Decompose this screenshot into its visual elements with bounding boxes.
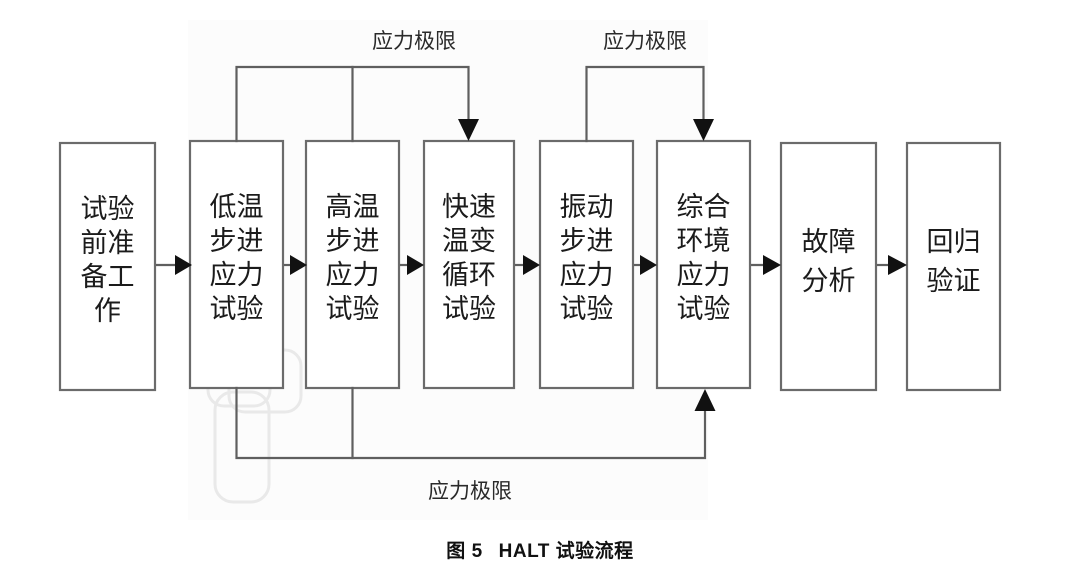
arrow-failure-to-regress [876, 255, 907, 275]
box-regression-verify-line-1: 验证 [927, 266, 981, 296]
box-combined-env-line-3: 试验 [677, 294, 731, 324]
box-hightemp-line-0: 高温 [326, 192, 380, 222]
box-hightemp-line-2: 应力 [326, 260, 380, 290]
box-thermal-cycle: 快速 温变 循环 试验 [422, 139, 516, 390]
arrow-hightemp-to-thermal [399, 255, 424, 275]
box-lowtemp-line-1: 步进 [210, 226, 264, 256]
box-combined-env: 综合 环境 应力 试验 [655, 139, 752, 390]
box-lowtemp-line-0: 低温 [210, 192, 264, 222]
box-combined-env-line-0: 综合 [677, 192, 731, 222]
figure-caption-title: HALT 试验流程 [498, 541, 634, 562]
feedback-loop-bottom-label: 应力极限 [428, 480, 512, 503]
box-failure-analysis: 故障 分析 [779, 141, 878, 392]
box-vibration-line-2: 应力 [560, 260, 614, 290]
box-thermal-cycle-line-1: 温变 [442, 226, 496, 256]
box-vibration-line-1: 步进 [560, 226, 614, 256]
box-regression-verify-line-0: 回归 [927, 227, 981, 257]
box-hightemp-line-1: 步进 [326, 226, 380, 256]
arrow-combined-to-failure [750, 255, 781, 275]
feedback-loop-top-right: 应力极限 [585, 30, 714, 143]
box-hightemp: 高温 步进 应力 试验 [304, 139, 401, 390]
feedback-loop-top-right-label: 应力极限 [603, 30, 687, 53]
box-combined-env-line-2: 应力 [677, 260, 731, 290]
feedback-loop-top-left: 应力极限 [235, 30, 479, 143]
box-regression-verify: 回归 验证 [905, 141, 1002, 392]
arrow-lowtemp-to-hightemp [283, 255, 307, 275]
box-combined-env-line-1: 环境 [677, 226, 731, 256]
box-failure-analysis-line-0: 故障 [802, 227, 856, 257]
box-prep: 试验 前准 备工 作 [58, 141, 157, 392]
box-prep-line-0: 试验 [81, 194, 135, 224]
box-prep-line-3: 作 [94, 296, 121, 326]
box-vibration-line-0: 振动 [560, 192, 614, 222]
figure-caption: 图 5 HALT 试验流程 [0, 536, 1080, 563]
box-lowtemp: 低温 步进 应力 试验 [188, 139, 285, 390]
arrow-vibration-to-combined [633, 255, 657, 275]
box-vibration: 振动 步进 应力 试验 [538, 139, 635, 390]
box-vibration-line-3: 试验 [560, 294, 614, 324]
arrow-thermal-to-vibration [514, 255, 540, 275]
box-lowtemp-line-2: 应力 [210, 260, 264, 290]
box-thermal-cycle-line-2: 循环 [442, 260, 496, 290]
box-lowtemp-line-3: 试验 [210, 294, 264, 324]
feedback-loop-bottom: 应力极限 [235, 386, 716, 503]
box-prep-line-2: 备工 [81, 262, 135, 292]
box-failure-analysis-line-1: 分析 [802, 266, 856, 296]
arrow-prep-to-lowtemp [155, 255, 192, 275]
figure-caption-number: 图 5 [446, 541, 483, 562]
box-thermal-cycle-line-0: 快速 [442, 192, 496, 222]
box-hightemp-line-3: 试验 [326, 294, 380, 324]
box-prep-line-1: 前准 [81, 228, 135, 258]
feedback-loop-top-left-label: 应力极限 [372, 30, 456, 53]
box-thermal-cycle-line-3: 试验 [442, 294, 496, 324]
